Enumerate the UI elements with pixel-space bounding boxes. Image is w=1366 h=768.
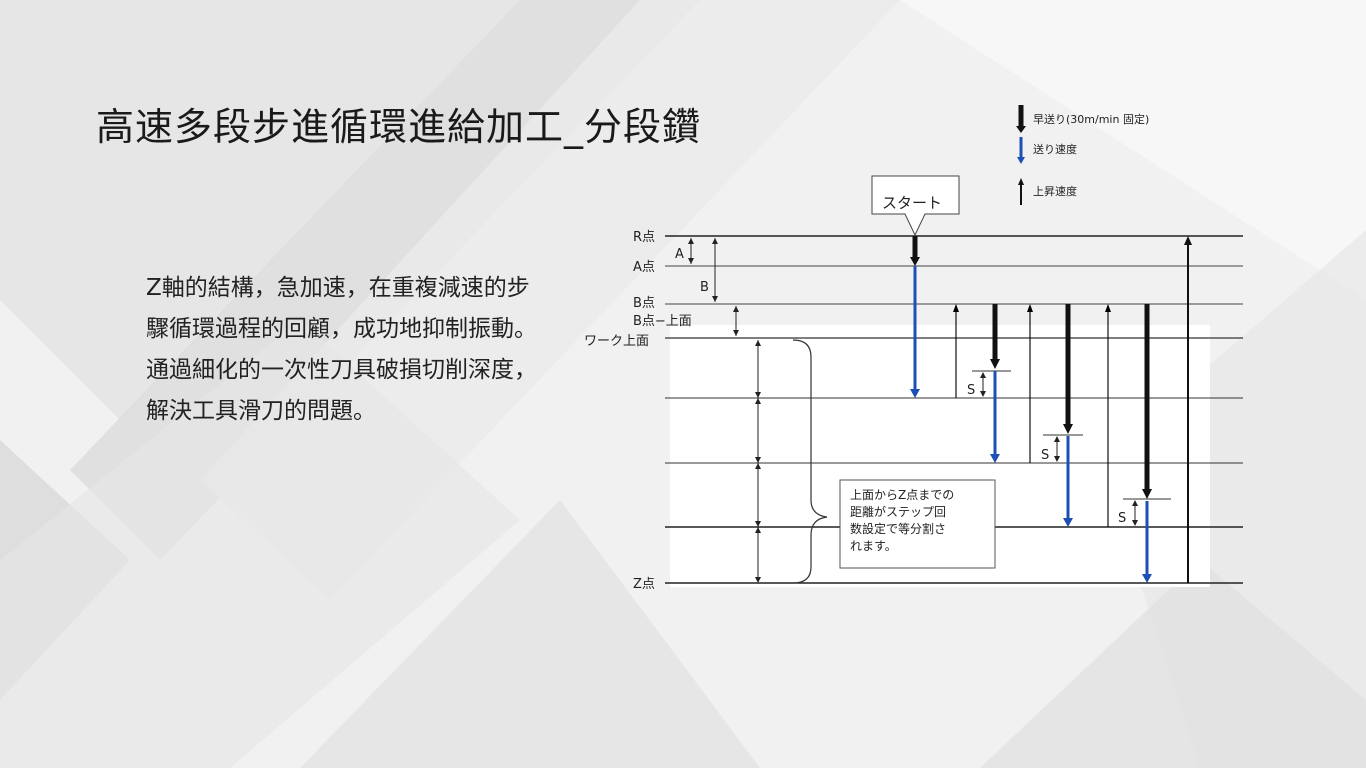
body-paragraph-1: Z軸的結構，急加速，在重複減速的步驟循環過程的回顧，成功地抑制振動。 [146,275,537,342]
s-label-1: S [967,383,975,398]
dimension-b: B [700,238,718,302]
legend-rise: 上昇速度 [1018,178,1077,205]
note-line-4: れます。 [850,539,897,553]
legend-rise-label: 上昇速度 [1033,184,1077,198]
note-box: 上面からZ点までの 距離がステップ回 数設定で等分割さ れます。 [839,479,996,569]
legend-rapid-label: 早送り(30m/min 固定) [1033,112,1149,126]
note-line-1: 上面からZ点までの [850,488,954,502]
step-dimensions [755,340,761,583]
dimension-a: A [675,238,694,264]
start-label: スタート [882,194,942,212]
body-text: Z軸的結構，急加速，在重複減速的步驟循環過程的回顧，成功地抑制振動。 通過細化的… [146,268,546,432]
dim-label-a: A [675,247,684,262]
final-return [1184,236,1192,583]
step-drilling-diagram: 早送り(30m/min 固定) 送り速度 上昇速度 スタート R点 A点 B点 … [584,105,1243,592]
label-r-point: R点 [633,230,655,245]
cycle-2: S [953,304,1011,463]
cycle-1 [910,236,920,398]
body-paragraph-2: 通過細化的一次性刀具破損切削深度，解決工具滑刀的問題。 [146,357,537,424]
legend-feed-label: 送り速度 [1033,142,1077,156]
note-line-2: 距離がステップ回 [850,504,946,519]
legend: 早送り(30m/min 固定) 送り速度 上昇速度 [1016,105,1149,205]
label-b-point-top: B点−上面 [633,314,692,329]
dimension-b-top [733,306,739,336]
dim-label-b: B [700,280,709,295]
start-box: スタート [871,175,960,237]
note-line-3: 数設定で等分割さ [850,521,946,536]
label-work-top: ワーク上面 [584,334,649,349]
slide-title: 高速多段步進循環進給加工_分段鑽 [96,105,702,149]
label-a-point: A点 [633,260,655,275]
legend-feed: 送り速度 [1017,137,1077,164]
s-label-3: S [1118,511,1126,526]
legend-rapid: 早送り(30m/min 固定) [1016,105,1149,133]
label-z-point: Z点 [633,577,655,592]
cycle-4: S [1105,304,1171,583]
brace [792,339,828,584]
cycle-3: S [1027,304,1083,527]
label-b-point: B点 [633,296,655,311]
s-label-2: S [1041,448,1049,463]
